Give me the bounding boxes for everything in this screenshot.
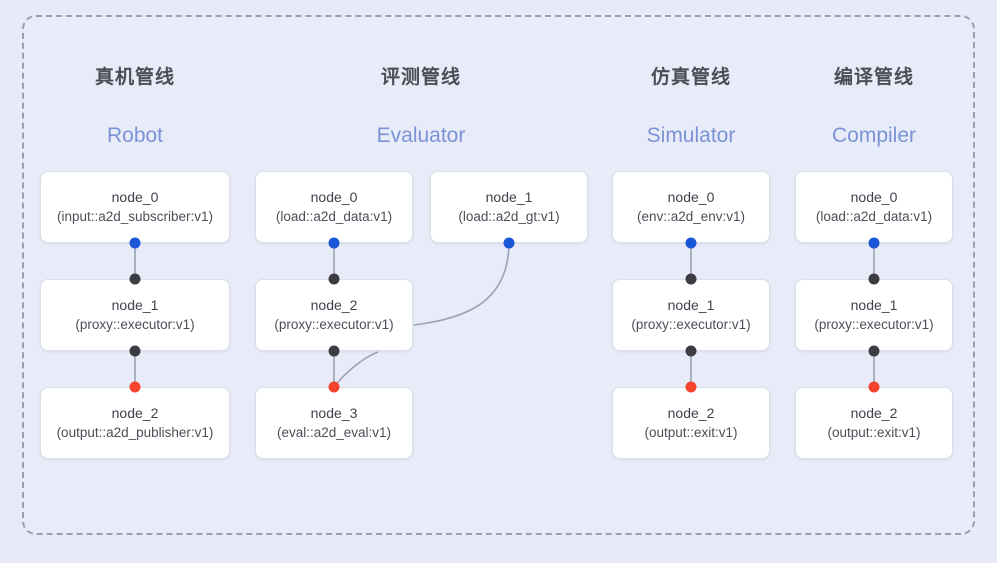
- node-id: node_0: [111, 189, 159, 205]
- column-subtitle-simulator: Simulator: [646, 124, 736, 147]
- node-id: node_3: [310, 405, 358, 421]
- column-title-compiler: 编译管线: [833, 67, 914, 88]
- node-type: (load::a2d_gt:v1): [458, 209, 560, 224]
- node-id: node_1: [485, 189, 533, 205]
- column-subtitle-compiler: Compiler: [831, 124, 917, 147]
- node-type: (env::a2d_env:v1): [636, 209, 746, 224]
- port-input-simulator-node_2[interactable]: [685, 381, 697, 393]
- node-type: (output::exit:v1): [827, 425, 921, 440]
- node-compiler-node_1[interactable]: node_1 (proxy::executor:v1): [795, 279, 953, 351]
- node-type: (load::a2d_data:v1): [815, 209, 933, 224]
- node-id: node_0: [850, 189, 898, 205]
- node-robot-node_0[interactable]: node_0 (input::a2d_subscriber:v1): [40, 171, 230, 243]
- node-simulator-node_2[interactable]: node_2 (output::exit:v1): [612, 387, 770, 459]
- node-compiler-node_2[interactable]: node_2 (output::exit:v1): [795, 387, 953, 459]
- node-type: (proxy::executor:v1): [631, 317, 751, 332]
- node-type: (eval::a2d_eval:v1): [276, 425, 392, 440]
- port-input-evaluator-node_2[interactable]: [328, 273, 340, 285]
- port-input-robot-node_1[interactable]: [129, 273, 141, 285]
- port-output-robot-node_1[interactable]: [129, 345, 141, 357]
- port-output-evaluator-node_2[interactable]: [328, 345, 340, 357]
- node-simulator-node_1[interactable]: node_1 (proxy::executor:v1): [612, 279, 770, 351]
- port-output-evaluator-node_0[interactable]: [328, 237, 340, 249]
- port-input-compiler-node_1[interactable]: [868, 273, 880, 285]
- node-id: node_2: [111, 405, 159, 421]
- port-output-evaluator-node_1[interactable]: [503, 237, 515, 249]
- port-output-simulator-node_0[interactable]: [685, 237, 697, 249]
- node-compiler-node_0[interactable]: node_0 (load::a2d_data:v1): [795, 171, 953, 243]
- port-output-simulator-node_1[interactable]: [685, 345, 697, 357]
- column-subtitle-robot: Robot: [106, 124, 164, 147]
- node-evaluator-node_1[interactable]: node_1 (load::a2d_gt:v1): [430, 171, 588, 243]
- port-output-compiler-node_1[interactable]: [868, 345, 880, 357]
- node-evaluator-node_2[interactable]: node_2 (proxy::executor:v1): [255, 279, 413, 351]
- node-id: node_1: [850, 297, 898, 313]
- node-id: node_2: [667, 405, 715, 421]
- port-input-simulator-node_1[interactable]: [685, 273, 697, 285]
- node-type: (proxy::executor:v1): [814, 317, 934, 332]
- node-id: node_2: [850, 405, 898, 421]
- node-robot-node_1[interactable]: node_1 (proxy::executor:v1): [40, 279, 230, 351]
- port-output-robot-node_0[interactable]: [129, 237, 141, 249]
- node-id: node_0: [667, 189, 715, 205]
- node-type: (proxy::executor:v1): [75, 317, 195, 332]
- port-output-compiler-node_0[interactable]: [868, 237, 880, 249]
- column-title-simulator: 仿真管线: [650, 67, 731, 88]
- node-type: (load::a2d_data:v1): [275, 209, 393, 224]
- column-title-robot: 真机管线: [94, 67, 175, 88]
- port-input-compiler-node_2[interactable]: [868, 381, 880, 393]
- node-evaluator-node_0[interactable]: node_0 (load::a2d_data:v1): [255, 171, 413, 243]
- node-simulator-node_0[interactable]: node_0 (env::a2d_env:v1): [612, 171, 770, 243]
- column-subtitle-evaluator: Evaluator: [376, 124, 466, 147]
- port-input-evaluator-node_3[interactable]: [328, 381, 340, 393]
- node-evaluator-node_3[interactable]: node_3 (eval::a2d_eval:v1): [255, 387, 413, 459]
- node-type: (output::a2d_publisher:v1): [56, 425, 214, 440]
- port-input-robot-node_2[interactable]: [129, 381, 141, 393]
- node-id: node_1: [667, 297, 715, 313]
- node-id: node_2: [310, 297, 358, 313]
- column-title-evaluator: 评测管线: [380, 67, 461, 88]
- node-type: (output::exit:v1): [644, 425, 738, 440]
- node-type: (input::a2d_subscriber:v1): [56, 209, 214, 224]
- node-id: node_1: [111, 297, 159, 313]
- node-id: node_0: [310, 189, 358, 205]
- node-type: (proxy::executor:v1): [274, 317, 394, 332]
- node-robot-node_2[interactable]: node_2 (output::a2d_publisher:v1): [40, 387, 230, 459]
